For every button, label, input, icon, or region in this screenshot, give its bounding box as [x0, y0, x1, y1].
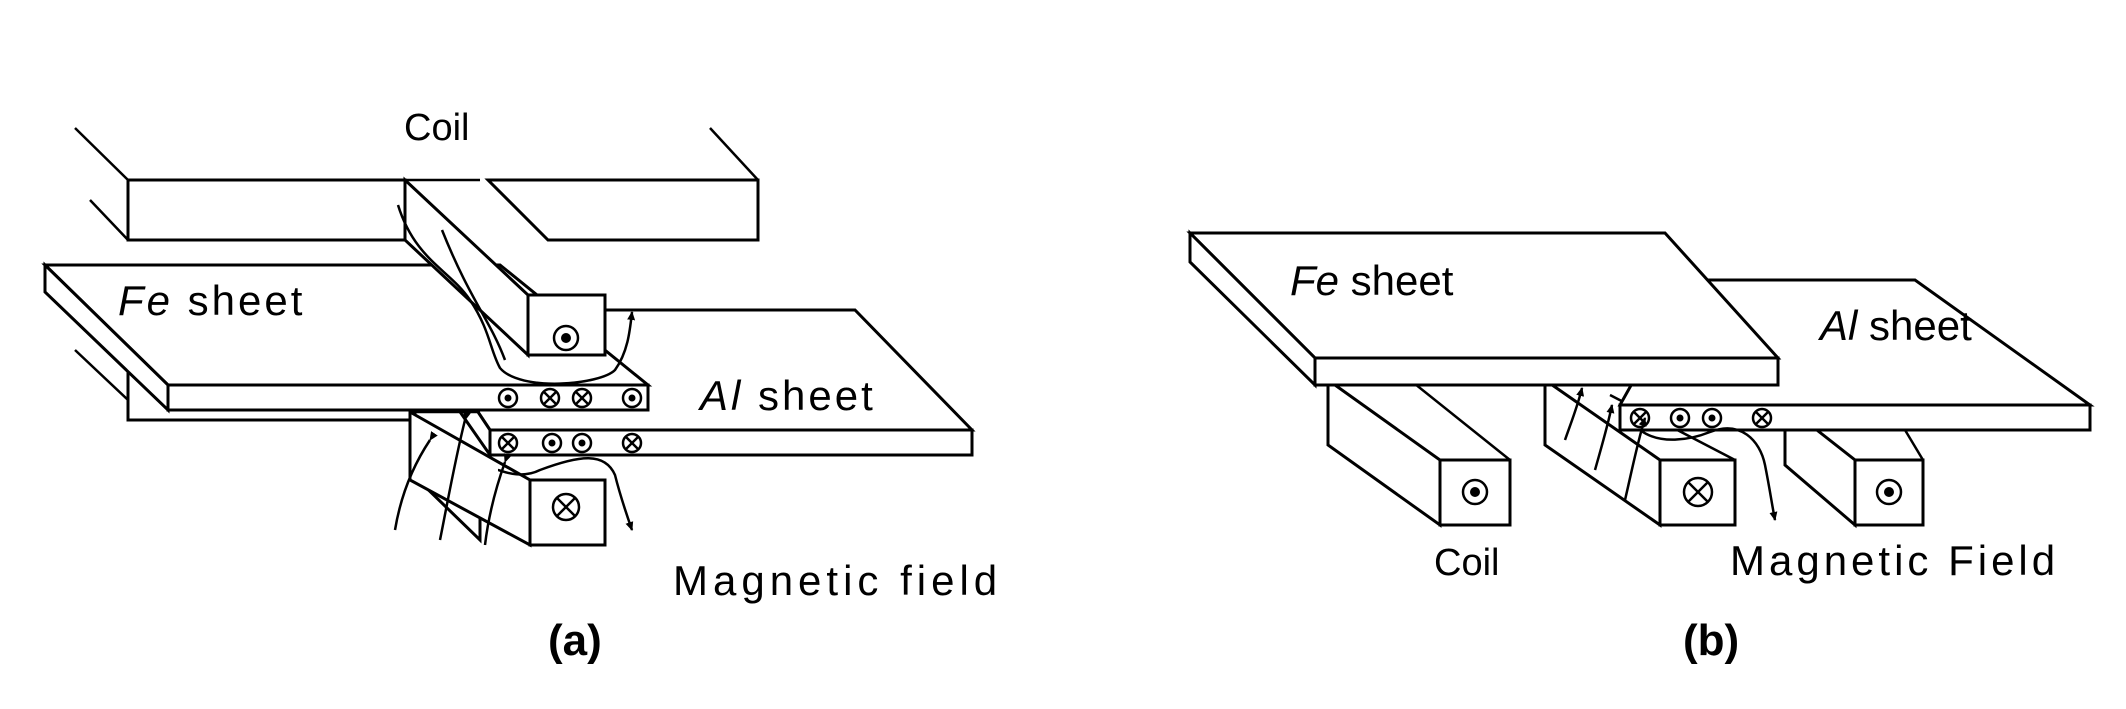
coil-label-b: Coil: [1434, 542, 1499, 584]
al-sheet-label-b: Al sheet: [1817, 302, 1972, 349]
fe-sheet-current-symbols-a: [497, 387, 643, 409]
upper-coil-dot-symbol-a: [552, 324, 580, 352]
coil-left-b: [1326, 377, 1512, 528]
lower-coil-cross-symbol-a: [551, 492, 581, 522]
caption-a: (a): [548, 616, 602, 665]
magnetic-field-lines-b: [1563, 387, 1778, 521]
panel-b: Fe sheet Al sheet Coil Magnetic Field (b…: [1186, 229, 2095, 665]
magnetic-field-lines-a: [393, 204, 636, 546]
al-sheet-current-symbols-a: [497, 432, 643, 454]
al-sheet-label-a: Al sheet: [697, 372, 876, 419]
fe-sheet-label-b: Fe sheet: [1290, 257, 1454, 304]
caption-b: (b): [1683, 616, 1739, 665]
fe-sheet-label-a: Fe sheet: [118, 277, 305, 324]
panel-a: Coil Fe sheet Al sheet Magnetic field (a…: [41, 107, 1002, 665]
magnetic-field-label-a: Magnetic field: [673, 557, 1002, 604]
coil-label-a: Coil: [404, 107, 469, 149]
upper-coil-a: [74, 127, 760, 359]
fe-sheet-b: [1186, 229, 1782, 389]
coil-right-b: [1783, 401, 1925, 529]
magnetic-field-label-b: Magnetic Field: [1730, 537, 2059, 584]
